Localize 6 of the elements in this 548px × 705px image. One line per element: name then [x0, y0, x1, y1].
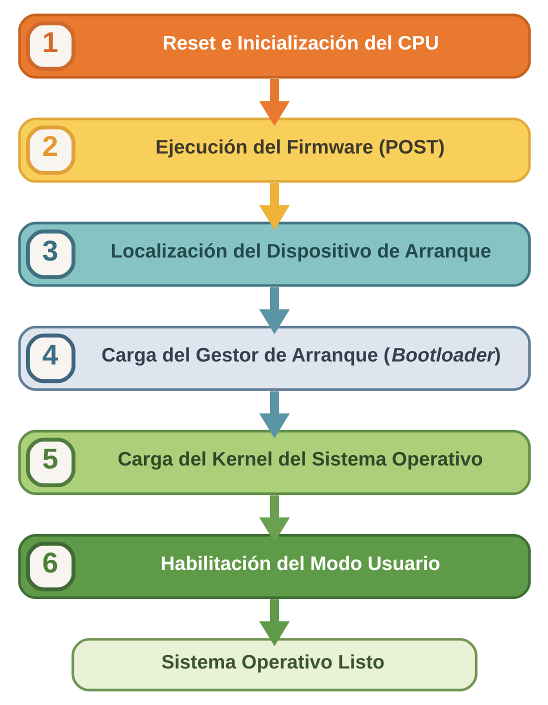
arrow [258, 391, 290, 438]
arrow [258, 495, 290, 542]
arrow [258, 78, 290, 126]
arrow [258, 183, 290, 230]
arrow [258, 287, 290, 334]
arrow [258, 599, 290, 646]
